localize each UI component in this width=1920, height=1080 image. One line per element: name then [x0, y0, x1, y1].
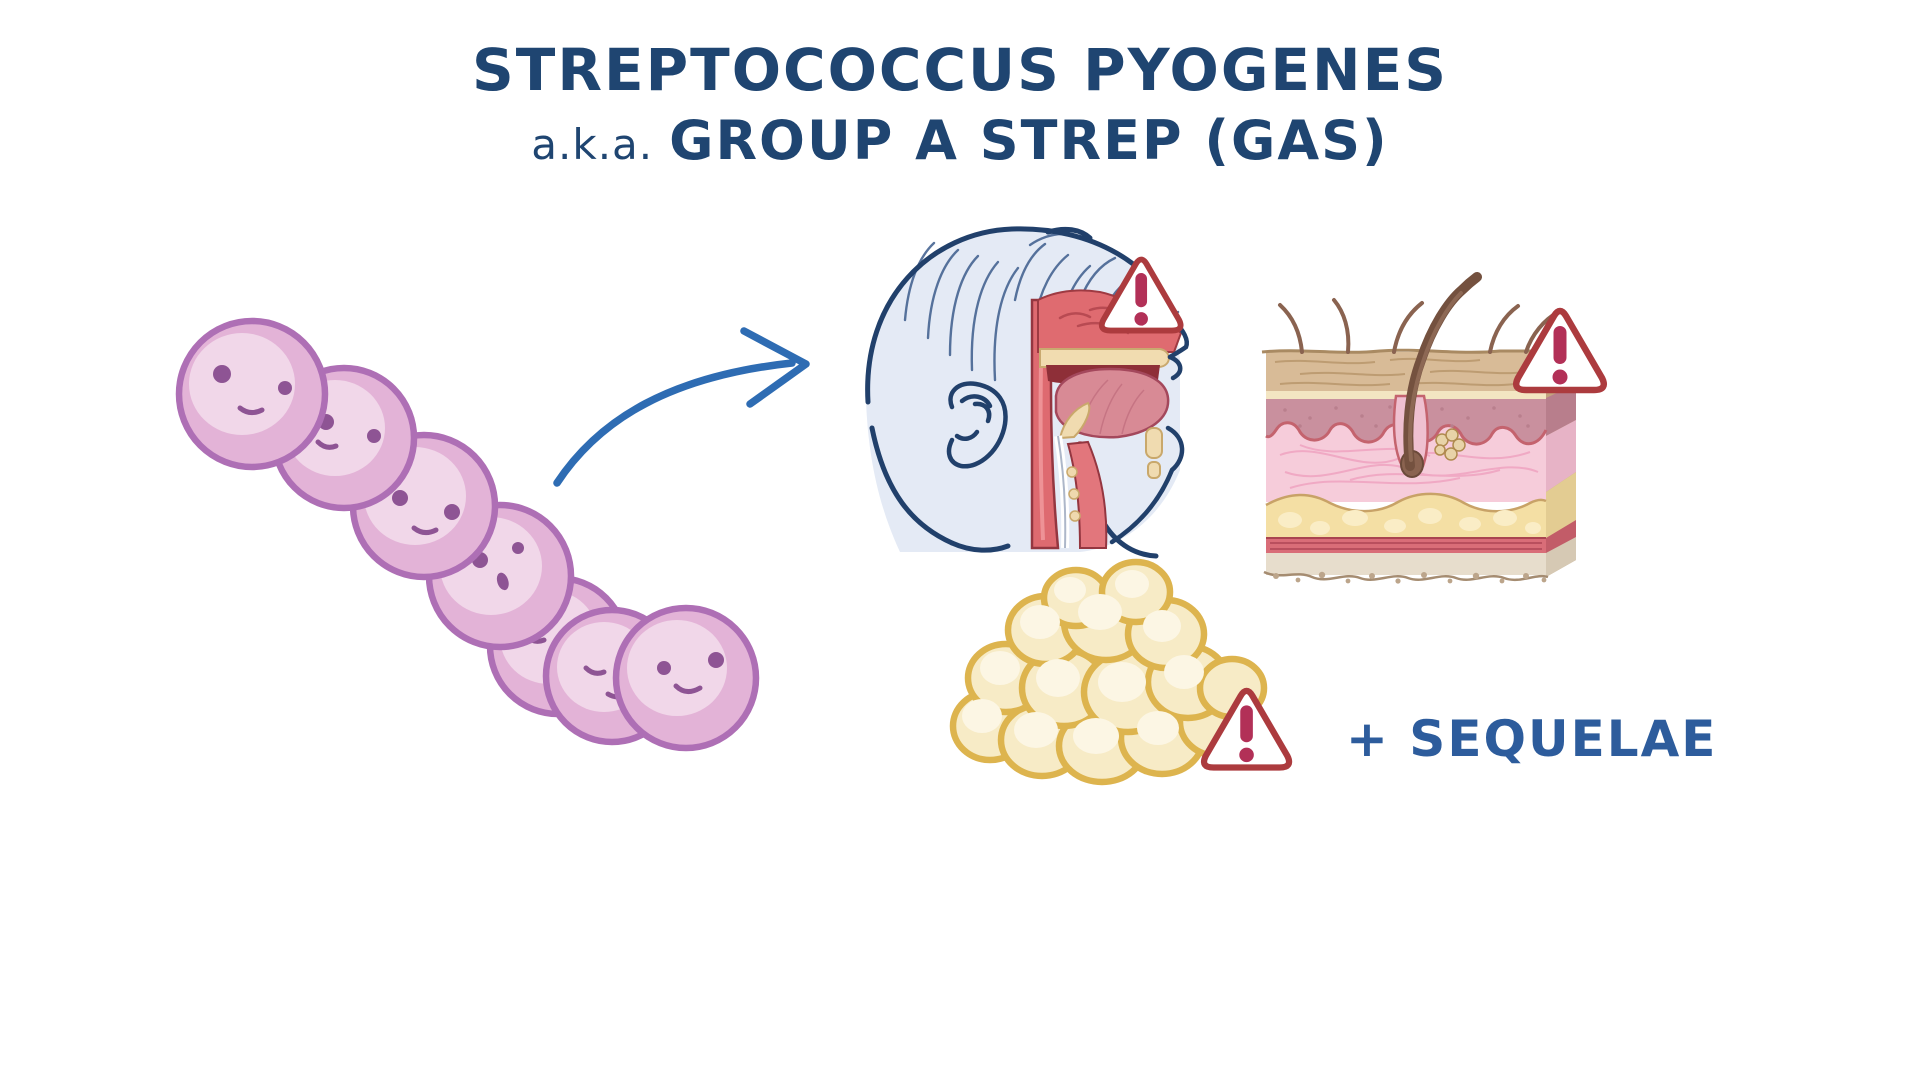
flow-arrow-icon — [553, 327, 810, 487]
skin-hairs — [1278, 298, 1560, 354]
infant-head-throat-illustration — [865, 226, 1189, 559]
epidermis-dots — [1283, 405, 1530, 428]
base-crumbs — [1273, 571, 1547, 584]
skin-side-face — [1546, 340, 1576, 577]
adipose-highlights — [962, 570, 1204, 754]
sequelae-label: + SEQUELAE — [1346, 710, 1718, 768]
coccus — [175, 317, 329, 471]
surface-streaks — [1274, 357, 1526, 387]
coccus — [270, 364, 418, 512]
title-aka-prefix: a.k.a. — [531, 119, 654, 169]
title-line1: STREPTOCOCCUS PYOGENES — [472, 36, 1448, 104]
title-line2: a.k.a. GROUP A STREP (GAS) — [0, 109, 1920, 172]
title-line2-main: GROUP A STREP (GAS) — [669, 108, 1389, 172]
streptococcus-chain — [175, 317, 760, 752]
hair-follicle — [1392, 272, 1482, 478]
ear-outline — [946, 381, 1008, 469]
adipose-tissue-illustration — [949, 558, 1268, 786]
coccus — [612, 604, 760, 752]
skin-cross-section-illustration — [1261, 272, 1576, 584]
sebaceous-gland — [1434, 428, 1466, 461]
fat-lobule-texture — [1278, 508, 1541, 535]
page-title: STREPTOCOCCUS PYOGENES a.k.a. GROUP A ST… — [0, 40, 1920, 172]
